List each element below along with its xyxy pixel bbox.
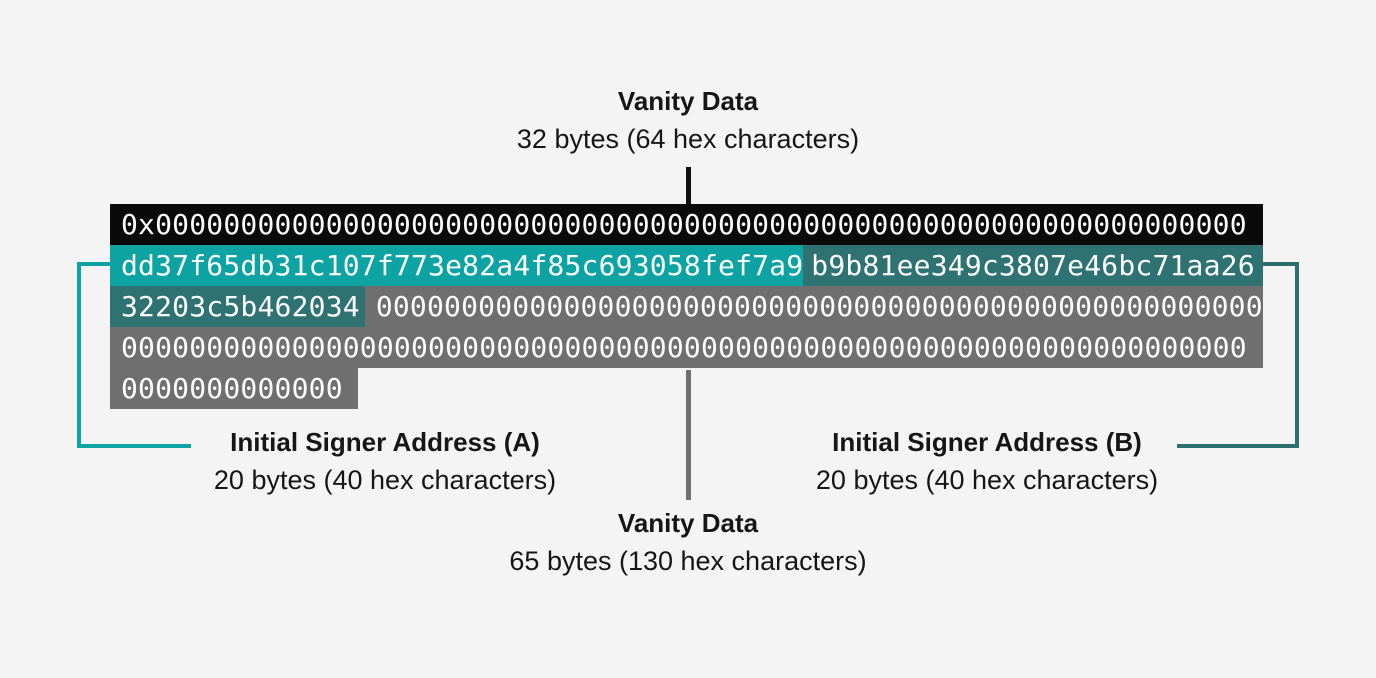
hex-row-zeros-tail: 0000000000000 bbox=[110, 368, 358, 409]
signer-b-segment-part1: b9b81ee349c3807e46bc71aa26 bbox=[803, 245, 1263, 286]
hex-row-zeros-full: 0000000000000000000000000000000000000000… bbox=[110, 327, 1263, 368]
hex-row-signer-b-end: 32203c5b462034 0000000000000000000000000… bbox=[110, 286, 1263, 327]
top-vanity-data-subtitle: 32 bytes (64 hex characters) bbox=[516, 124, 860, 154]
bottom-vanity-data-subtitle: 65 bytes (130 hex characters) bbox=[509, 546, 867, 576]
bracket-a-top-segment bbox=[77, 262, 110, 266]
hex-row-prefix-zeros: 0x00000000000000000000000000000000000000… bbox=[110, 204, 1263, 245]
bottom-vanity-data-title: Vanity Data bbox=[617, 508, 759, 538]
signer-b-subtitle: 20 bytes (40 hex characters) bbox=[815, 465, 1159, 495]
signer-b-segment-part2: 32203c5b462034 bbox=[110, 286, 365, 327]
bracket-b-vertical-segment bbox=[1295, 262, 1299, 448]
signer-b-title: Initial Signer Address (B) bbox=[832, 427, 1142, 457]
bracket-b-bottom-segment bbox=[1177, 444, 1299, 448]
zeros-segment: 0000000000000000000000000000000000000000… bbox=[364, 286, 1263, 327]
top-connector-line bbox=[686, 167, 691, 204]
bracket-a-bottom-segment bbox=[77, 444, 191, 448]
signer-a-title: Initial Signer Address (A) bbox=[230, 427, 540, 457]
signer-a-label: Initial Signer Address (A) 20 bytes (40 … bbox=[135, 427, 635, 496]
top-vanity-data-title: Vanity Data bbox=[617, 86, 759, 116]
signer-b-label: Initial Signer Address (B) 20 bytes (40 … bbox=[737, 427, 1237, 496]
bracket-b-top-segment bbox=[1263, 262, 1299, 266]
bottom-vanity-data-label: Vanity Data 65 bytes (130 hex characters… bbox=[438, 508, 938, 577]
signer-a-subtitle: 20 bytes (40 hex characters) bbox=[213, 465, 557, 495]
hex-row-signer-split: dd37f65db31c107f773e82a4f85c693058fef7a9… bbox=[110, 245, 1263, 286]
top-vanity-data-label: Vanity Data 32 bytes (64 hex characters) bbox=[388, 86, 988, 155]
bracket-a-vertical-segment bbox=[77, 262, 81, 448]
bottom-connector-line bbox=[686, 370, 691, 500]
hex-data-bar: 0x00000000000000000000000000000000000000… bbox=[110, 204, 1263, 409]
signer-a-segment: dd37f65db31c107f773e82a4f85c693058fef7a9 bbox=[110, 245, 804, 286]
hex-row-zeros-tail-wrap: 0000000000000 bbox=[110, 368, 1263, 409]
